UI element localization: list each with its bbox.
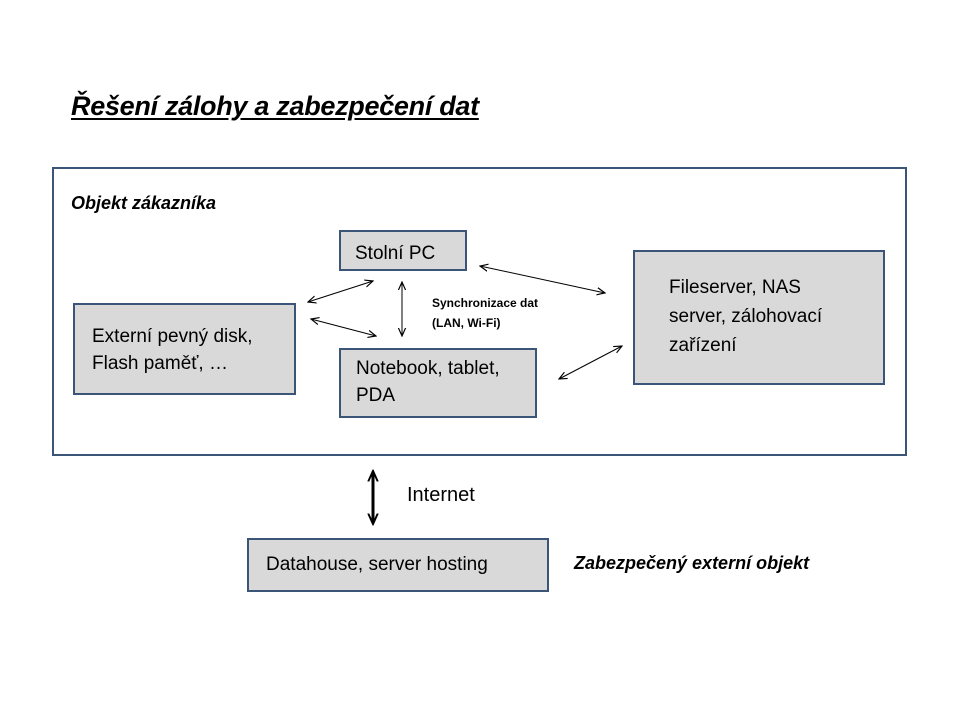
datahouse-node: Datahouse, server hosting — [247, 538, 549, 592]
sync-label-line2: (LAN, Wi-Fi) — [432, 316, 501, 330]
secure-external-site-label: Zabezpečený externí objekt — [574, 553, 810, 573]
arrow-disk-desktop — [308, 281, 373, 302]
fileserver-node: Fileserver, NAS server, zálohovací zaříz… — [633, 250, 885, 385]
fileserver-line3: zařízení — [669, 335, 737, 356]
notebook-line1: Notebook, tablet, — [356, 358, 500, 379]
notebook-line2: PDA — [356, 385, 396, 406]
arrow-desktop-fileserver — [480, 266, 605, 293]
page-title: Řešení zálohy a zabezpečení dat — [71, 91, 479, 121]
arrow-disk-notebook — [311, 319, 376, 336]
datahouse-label: Datahouse, server hosting — [266, 554, 488, 575]
notebook-node: Notebook, tablet, PDA — [339, 348, 537, 418]
external-disk-line2: Flash paměť, … — [92, 353, 228, 374]
desktop-pc-node: Stolní PC — [339, 230, 467, 271]
arrow-notebook-fileserver — [559, 346, 622, 379]
sync-label-line1: Synchronizace dat — [432, 296, 539, 310]
external-disk-line1: Externí pevný disk, — [92, 326, 253, 347]
sync-label: Synchronizace dat (LAN, Wi-Fi) — [432, 293, 538, 333]
fileserver-line1: Fileserver, NAS — [669, 277, 801, 298]
desktop-pc-label: Stolní PC — [355, 243, 436, 264]
fileserver-line2: server, zálohovací — [669, 306, 823, 327]
external-disk-node: Externí pevný disk, Flash paměť, … — [73, 303, 296, 395]
customer-premises-label: Objekt zákazníka — [71, 193, 217, 213]
internet-label: Internet — [407, 484, 475, 506]
